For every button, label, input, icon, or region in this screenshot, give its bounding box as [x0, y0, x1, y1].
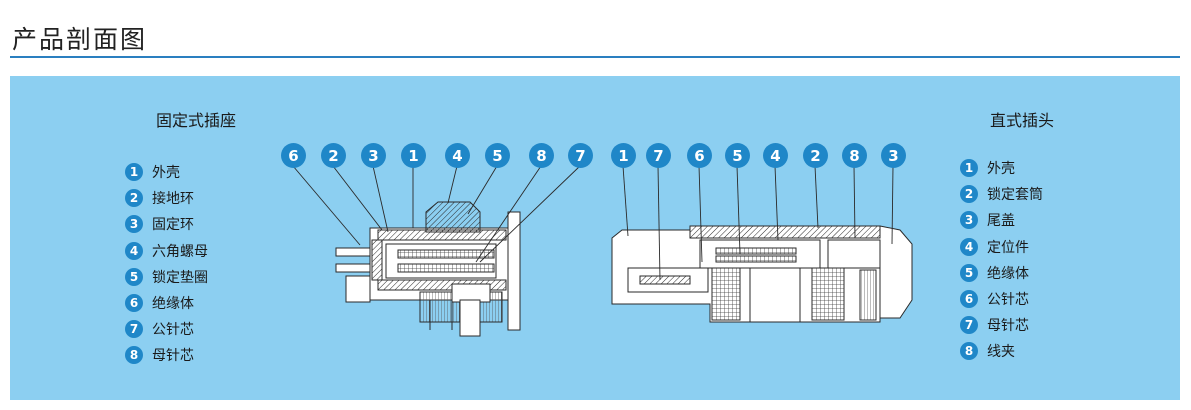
legend-label: 锁定套筒: [987, 187, 1043, 204]
plug-leader-lines: [622, 165, 894, 281]
plug-drawing: [611, 225, 913, 323]
legend-item: 5 绝缘体: [960, 260, 1043, 286]
number-badge: 6: [125, 294, 143, 313]
legend-label: 母针芯: [152, 348, 194, 365]
legend-item: 4 定位件: [960, 234, 1043, 260]
legend-label: 尾盖: [987, 213, 1015, 230]
callout-badge: 5: [485, 143, 510, 168]
legend-item: 2 锁定套筒: [960, 181, 1043, 207]
legend-item: 7 公针芯: [125, 316, 208, 342]
legend-label: 线夹: [987, 344, 1015, 361]
socket-drawing: [335, 201, 521, 337]
number-badge: 8: [960, 342, 978, 361]
number-badge: 2: [125, 189, 143, 208]
title-divider: [10, 56, 1180, 58]
callout-badge: 8: [529, 143, 554, 168]
callout-badge: 3: [361, 143, 386, 168]
number-badge: 2: [960, 185, 978, 204]
diagram-panel: [10, 76, 1180, 400]
callout-badge: 2: [321, 143, 346, 168]
callout-badge: 7: [646, 143, 671, 168]
legend-label: 绝缘体: [987, 265, 1029, 282]
number-badge: 1: [960, 159, 978, 178]
number-badge: 7: [125, 320, 143, 339]
callout-badge: 5: [725, 143, 750, 168]
number-badge: 7: [960, 316, 978, 335]
callout-badge: 3: [881, 143, 906, 168]
legend-item: 3 固定环: [125, 211, 208, 237]
legend-label: 外壳: [987, 161, 1015, 178]
number-badge: 5: [125, 267, 143, 286]
legend-item: 7 母针芯: [960, 312, 1043, 338]
socket-leader-lines: [292, 165, 581, 263]
right-legend: 1 外壳 2 锁定套筒 3 尾盖 4 定位件 5 绝缘体 6 公针芯 7 母针芯 8 线夹: [960, 155, 1043, 365]
callout-badge: 1: [401, 143, 426, 168]
legend-item: 8 母针芯: [125, 342, 208, 368]
legend-label: 公针芯: [152, 322, 194, 339]
legend-label: 母针芯: [987, 318, 1029, 335]
legend-label: 定位件: [987, 239, 1029, 256]
callout-badge: 4: [445, 143, 470, 168]
page-title: 产品剖面图: [12, 25, 148, 54]
number-badge: 3: [960, 211, 978, 230]
legend-item: 6 绝缘体: [125, 290, 208, 316]
legend-label: 六角螺母: [152, 243, 208, 260]
number-badge: 8: [125, 346, 143, 365]
legend-label: 外壳: [152, 165, 180, 182]
callout-badge: 7: [568, 143, 593, 168]
legend-label: 绝缘体: [152, 296, 194, 313]
callout-badge: 8: [842, 143, 867, 168]
number-badge: 3: [125, 215, 143, 234]
legend-label: 接地环: [152, 191, 194, 208]
left-legend: 1 外壳 2 接地环 3 固定环 4 六角螺母 5 锁定垫圈 6 绝缘体 7 公针芯 8 母针芯: [125, 159, 208, 369]
legend-item: 6 公针芯: [960, 286, 1043, 312]
number-badge: 4: [125, 241, 143, 260]
legend-label: 公针芯: [987, 292, 1029, 309]
legend-item: 1 外壳: [960, 155, 1043, 181]
callout-badge: 6: [687, 143, 712, 168]
legend-label: 锁定垫圈: [152, 269, 208, 286]
legend-label: 固定环: [152, 217, 194, 234]
right-section-title: 直式插头: [990, 111, 1055, 130]
legend-item: 5 锁定垫圈: [125, 264, 208, 290]
callout-badge: 4: [763, 143, 788, 168]
number-badge: 6: [960, 290, 978, 309]
number-badge: 4: [960, 237, 978, 256]
legend-item: 3 尾盖: [960, 207, 1043, 233]
legend-item: 4 六角螺母: [125, 238, 208, 264]
legend-item: 1 外壳: [125, 159, 208, 185]
callout-badge: 2: [803, 143, 828, 168]
number-badge: 1: [125, 163, 143, 182]
callout-badge: 6: [281, 143, 306, 168]
number-badge: 5: [960, 263, 978, 282]
legend-item: 2 接地环: [125, 185, 208, 211]
callout-badge: 1: [611, 143, 636, 168]
left-section-title: 固定式插座: [156, 111, 237, 130]
legend-item: 8 线夹: [960, 338, 1043, 364]
